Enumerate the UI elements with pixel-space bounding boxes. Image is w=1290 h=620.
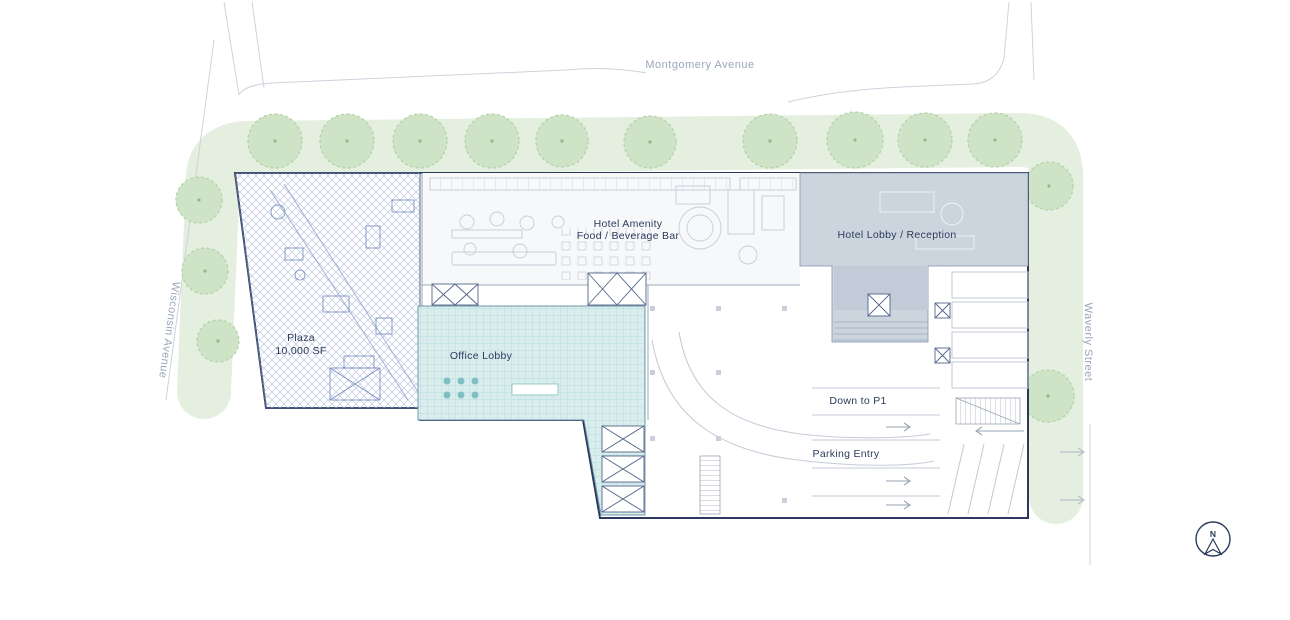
stairs	[699, 397, 1021, 515]
hotel-amenity-label-line2: Food / Beverage Bar	[576, 230, 680, 242]
parking-entry-label: Parking Entry	[812, 448, 880, 460]
parking-linework	[651, 271, 1029, 515]
north-label: N	[1209, 529, 1217, 539]
office-lobby-zone	[417, 305, 646, 516]
elevator-cores	[431, 272, 951, 513]
plaza-label: Plaza	[287, 332, 315, 344]
street-label-montgomery: Montgomery Avenue	[645, 59, 755, 71]
tree-center-dots	[197, 138, 1051, 398]
parking-arrows	[886, 422, 1024, 510]
office-lobby-label: Office Lobby	[449, 350, 513, 362]
hotel-amenity-label-line1: Hotel Amenity	[593, 218, 663, 230]
office-lobby-furniture	[443, 377, 559, 399]
plaza-area-label: 10,000 SF	[275, 345, 327, 357]
hotel-lobby-elevator	[867, 293, 891, 317]
hotel-amenity-furniture	[429, 177, 797, 280]
street-label-waverly: Waverly Street	[1082, 302, 1094, 382]
parking-columns	[650, 306, 787, 503]
north-compass-icon	[1195, 521, 1231, 557]
down-to-p1-label: Down to P1	[829, 395, 887, 407]
hotel-lobby-label: Hotel Lobby / Reception	[837, 229, 957, 241]
plaza-details	[269, 183, 419, 401]
street-lane-arrows	[1060, 447, 1086, 505]
hotel-lobby-steps	[834, 321, 928, 341]
hotel-lobby-furniture	[879, 191, 975, 250]
